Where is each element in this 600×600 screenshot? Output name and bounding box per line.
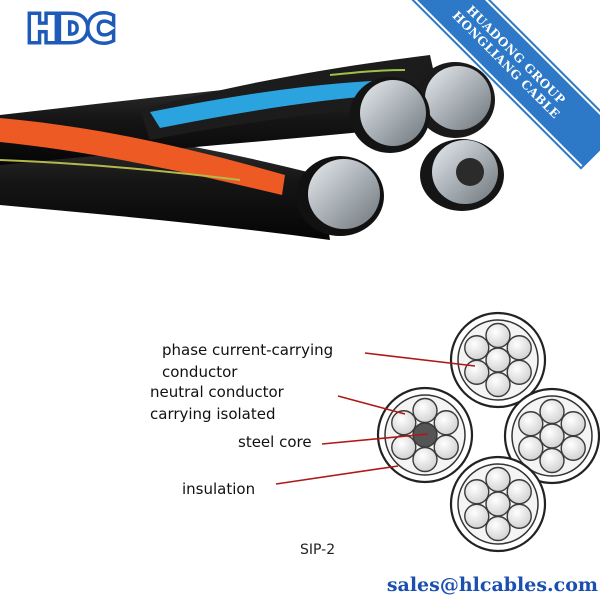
strand-wire: [485, 347, 511, 373]
conductor-end-top-right: [415, 62, 495, 138]
strand-wire: [485, 515, 511, 542]
hdc-logo: HDC: [14, 10, 128, 48]
strand-wire: [433, 434, 459, 460]
strand-wire: [464, 335, 490, 361]
strand-wire: [464, 503, 490, 529]
strand-wire: [560, 411, 586, 437]
conductor-end-bottom: [296, 156, 384, 236]
strand-wire: [539, 398, 565, 425]
strand-wire: [412, 397, 438, 424]
label-phase-line-2: conductor: [162, 363, 238, 381]
cable-photo: [0, 55, 504, 240]
strand-wire: [412, 446, 438, 473]
conductor-end-neutral: [420, 139, 504, 211]
strand-wire: [506, 335, 532, 361]
label-steel-core: steel core: [238, 433, 312, 451]
conductor-bottom: [449, 455, 547, 553]
leader-neutral: [337, 395, 406, 415]
strand-wire: [518, 435, 544, 461]
strand-wire: [464, 359, 490, 385]
strand-wire: [485, 371, 511, 398]
conductor-top: [449, 311, 547, 409]
strand-wire: [433, 410, 459, 436]
svg-text:HDC: HDC: [28, 10, 114, 48]
strand-wire: [485, 491, 511, 517]
strand-wire: [539, 447, 565, 474]
leader-insulation: [275, 465, 399, 485]
orange-stripe: [0, 118, 285, 195]
label-insulation: insulation: [182, 480, 256, 498]
strand-wire: [464, 479, 490, 505]
label-neutral-line-2: carrying isolated: [150, 405, 276, 423]
label-neutral-line-1: neutral conductor: [150, 383, 284, 401]
blue-stripe: [150, 80, 400, 128]
conductor-end-top-left: [350, 77, 430, 153]
strand-wire: [506, 359, 532, 385]
label-phase-line-1: phase current-carrying: [162, 341, 334, 359]
conductor-right: [503, 387, 600, 485]
strand-wire: [391, 410, 417, 436]
strand-wire: [391, 434, 417, 460]
diagram-caption: SIP-2: [300, 542, 336, 558]
strand-wire: [506, 503, 532, 529]
leader-steel-core: [321, 433, 429, 445]
strand-wire: [485, 322, 511, 349]
leader-phase: [364, 352, 476, 367]
contact-email: sales@hlcables.com: [386, 574, 598, 596]
strand-wire: [560, 435, 586, 461]
strand-wire: [539, 423, 565, 449]
strand-wire: [485, 466, 511, 493]
strand-wire: [518, 411, 544, 437]
strand-wire: [506, 479, 532, 505]
